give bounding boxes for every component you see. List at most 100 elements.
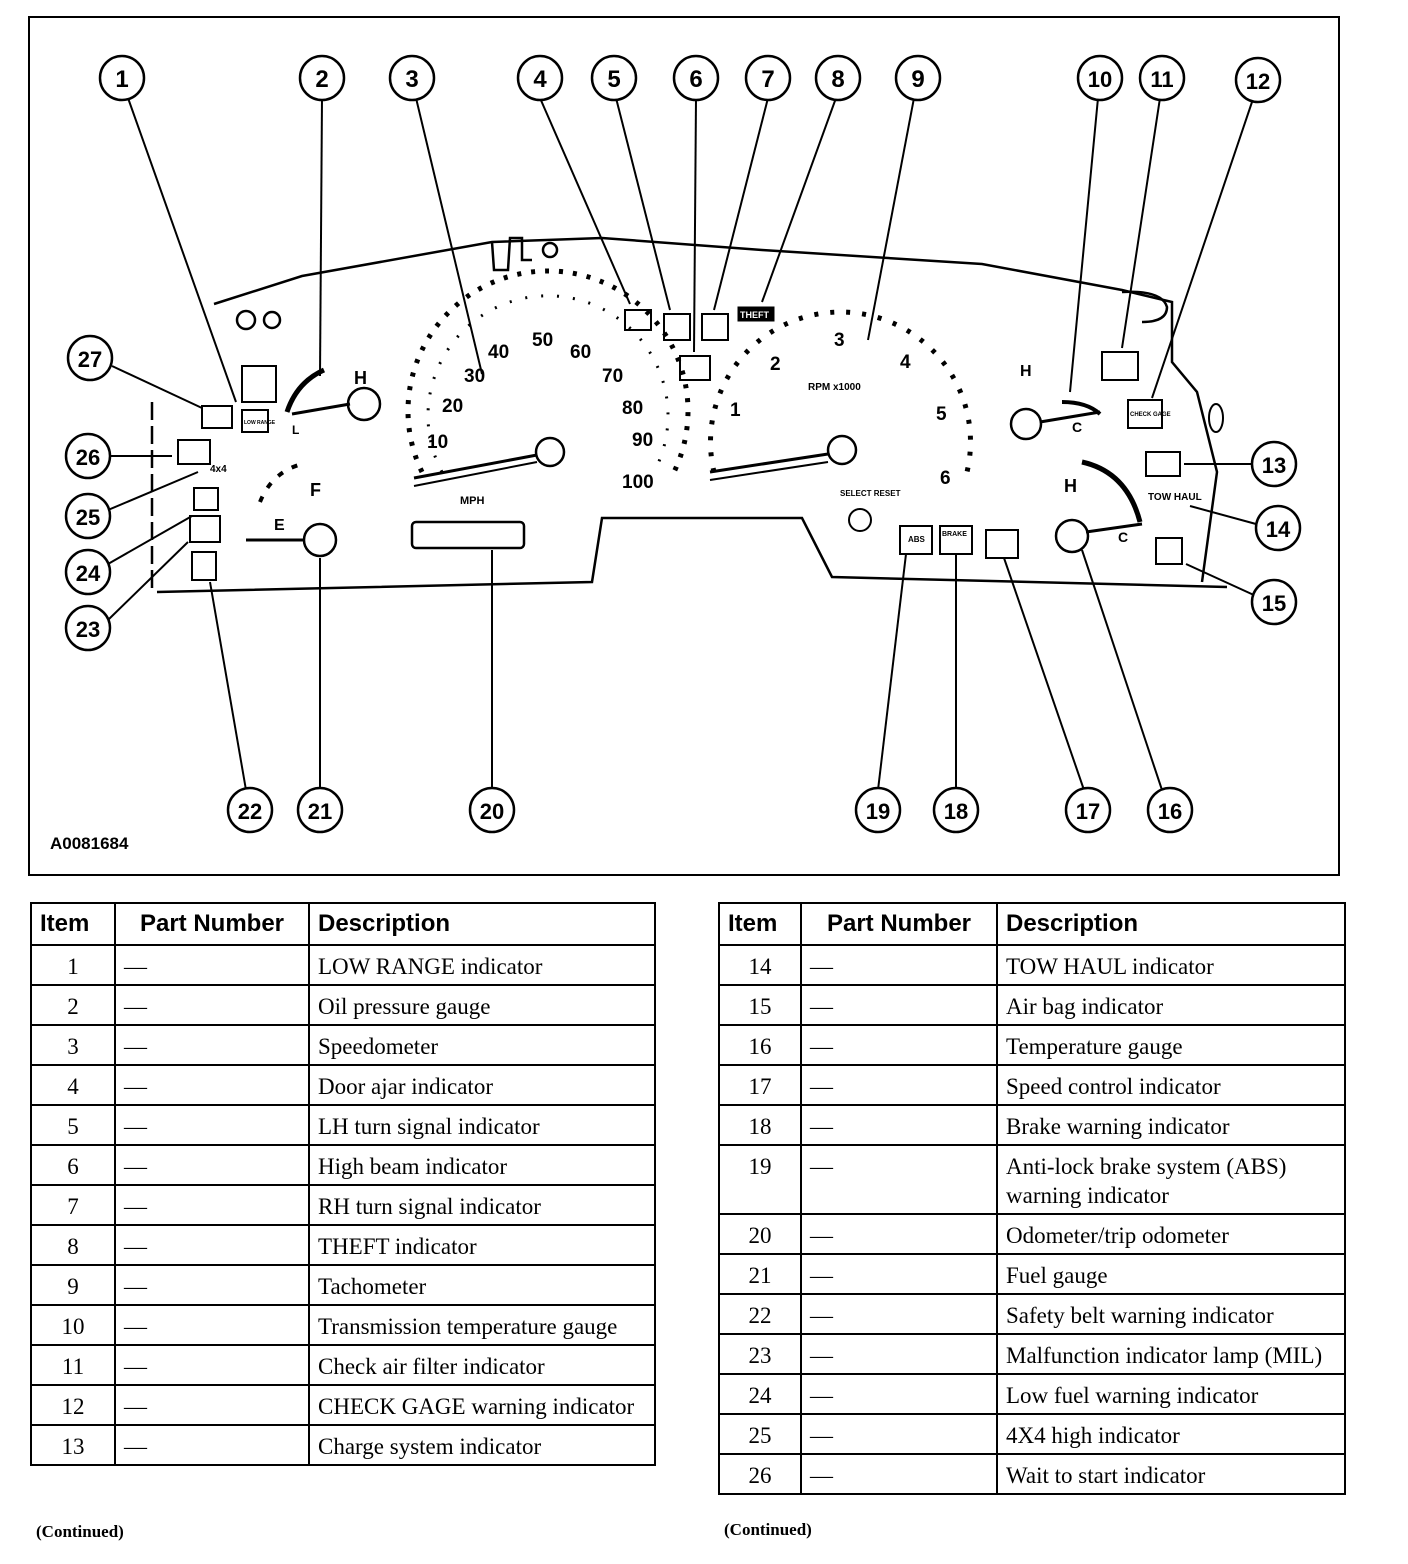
cell-desc: Temperature gauge (996, 1024, 1346, 1066)
cell-item: 18 (718, 1104, 802, 1146)
low-fuel-icon (193, 487, 219, 511)
callout-17: 17 (1064, 786, 1112, 834)
callout-8-label: 8 (831, 66, 844, 93)
cell-desc: Tachometer (308, 1264, 656, 1306)
rh-turn-icon (701, 313, 729, 341)
cell-desc: High beam indicator (308, 1144, 656, 1186)
cell-item: 24 (718, 1373, 802, 1415)
header-item: Item (718, 902, 802, 946)
callout-5: 5 (590, 54, 638, 102)
table-row: 8—THEFT indicator (30, 1224, 656, 1266)
leader-lines (107, 97, 1257, 791)
callout-11: 11 (1138, 54, 1186, 102)
cell-item: 5 (30, 1104, 116, 1146)
cell-desc: Door ajar indicator (308, 1064, 656, 1106)
cell-item: 26 (718, 1453, 802, 1495)
callout-8: 8 (814, 54, 862, 102)
speedo-num-80: 80 (622, 398, 643, 419)
table-row: 16—Temperature gauge (718, 1024, 1346, 1066)
temperature-gauge-dial (1054, 459, 1143, 554)
cell-item: 9 (30, 1264, 116, 1306)
door-ajar-icon (624, 309, 652, 331)
callout-3: 3 (388, 54, 436, 102)
table-row: 15—Air bag indicator (718, 984, 1346, 1026)
tach-num-2: 2 (770, 354, 781, 375)
cell-part: — (114, 1144, 310, 1186)
parts-table-right: Item Part Number Description 14—TOW HAUL… (718, 902, 1346, 1495)
header-item: Item (30, 902, 116, 946)
cell-part: — (800, 1413, 998, 1455)
table-row: 22—Safety belt warning indicator (718, 1293, 1346, 1335)
safety-belt-icon (191, 551, 217, 581)
table-row: 5—LH turn signal indicator (30, 1104, 656, 1146)
cell-item: 8 (30, 1224, 116, 1266)
cell-part: — (800, 1333, 998, 1375)
cluster-outline (213, 236, 1219, 583)
callout-13-label: 13 (1262, 453, 1286, 478)
callout-27-label: 27 (78, 347, 102, 372)
charge-system-icon (1145, 451, 1181, 477)
oil-h-label: H (354, 368, 367, 388)
filter-icon (201, 405, 233, 429)
table-row: 19—Anti-lock brake system (ABS) warning … (718, 1144, 1346, 1215)
cell-desc: Check air filter indicator (308, 1344, 656, 1386)
callout-7: 7 (744, 54, 792, 102)
cell-part: — (114, 944, 310, 986)
cell-part: — (800, 944, 998, 986)
cell-item: 21 (718, 1253, 802, 1295)
speedo-num-40: 40 (488, 342, 509, 363)
fuel-e-label: E (274, 517, 285, 534)
callout-18: 18 (932, 786, 980, 834)
callout-10-label: 10 (1088, 67, 1112, 92)
table-row: 14—TOW HAUL indicator (718, 944, 1346, 986)
speed-control-icon (985, 529, 1019, 559)
callout-15-label: 15 (1262, 591, 1286, 616)
table-row: 25—4X4 high indicator (718, 1413, 1346, 1455)
cell-item: 13 (30, 1424, 116, 1466)
cell-part: — (114, 1304, 310, 1346)
cell-desc: THEFT indicator (308, 1224, 656, 1266)
cell-part: — (800, 1293, 998, 1335)
cell-desc: Odometer/trip odometer (996, 1213, 1346, 1255)
cell-part: — (800, 1373, 998, 1415)
instrument-cluster-diagram: 10 20 30 40 50 60 70 80 90 100 MPH 1 2 3… (64, 54, 1302, 834)
cell-part: — (114, 1344, 310, 1386)
cell-desc: LOW RANGE indicator (308, 944, 656, 986)
callout-14-label: 14 (1266, 517, 1291, 542)
speedo-num-10: 10 (427, 432, 448, 453)
cell-item: 3 (30, 1024, 116, 1066)
callout-24: 24 (64, 548, 112, 596)
callout-1-label: 1 (115, 66, 128, 93)
mph-label: MPH (460, 495, 485, 507)
callout-16-label: 16 (1158, 799, 1182, 824)
cell-part: — (800, 1064, 998, 1106)
speedo-num-70: 70 (602, 366, 623, 387)
table-row: 2—Oil pressure gauge (30, 984, 656, 1026)
callout-19: 19 (854, 786, 902, 834)
four-x-four-label: 4x4 (210, 464, 227, 475)
mil-icon (189, 515, 221, 543)
abs-label: ABS (908, 535, 926, 544)
low-range-icon (241, 409, 269, 433)
callout-16: 16 (1146, 786, 1194, 834)
theft-icon (737, 306, 775, 322)
cell-item: 15 (718, 984, 802, 1026)
cell-part: — (114, 984, 310, 1026)
cell-item: 11 (30, 1344, 116, 1386)
air-filter-icon (1101, 351, 1139, 381)
callout-18-label: 18 (944, 799, 968, 824)
callout-24-label: 24 (76, 561, 101, 586)
speedometer-dial (405, 268, 691, 487)
callout-12: 12 (1234, 56, 1282, 104)
cell-desc: Safety belt warning indicator (996, 1293, 1346, 1335)
theft-label: THEFT (740, 310, 769, 320)
cell-part: — (800, 1213, 998, 1255)
airbag-icon (1155, 537, 1183, 565)
fuel-f-label: F (310, 480, 321, 500)
cell-item: 4 (30, 1064, 116, 1106)
cell-desc: Malfunction indicator lamp (MIL) (996, 1333, 1346, 1375)
cell-part: — (114, 1384, 310, 1426)
callout-6-label: 6 (689, 66, 702, 93)
temp-h-label: H (1064, 476, 1077, 496)
cell-item: 10 (30, 1304, 116, 1346)
